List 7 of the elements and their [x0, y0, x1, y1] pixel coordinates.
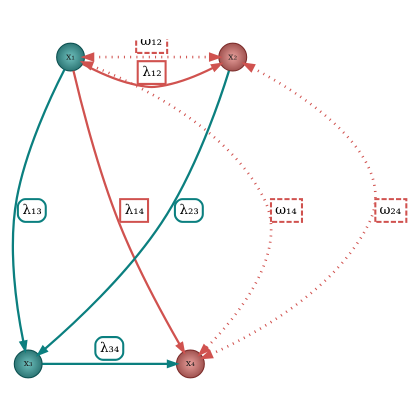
edge-label: ω₁₄ — [275, 202, 297, 218]
edge-label: λ₂₃ — [180, 202, 199, 218]
edge-label: λ₃₄ — [100, 340, 120, 356]
edge-label: λ₁₃ — [22, 202, 42, 218]
edge-label: λ₁₂ — [142, 64, 162, 80]
edge-label: ω₂₄ — [379, 202, 402, 218]
edge-label: λ₁₄ — [124, 202, 144, 218]
